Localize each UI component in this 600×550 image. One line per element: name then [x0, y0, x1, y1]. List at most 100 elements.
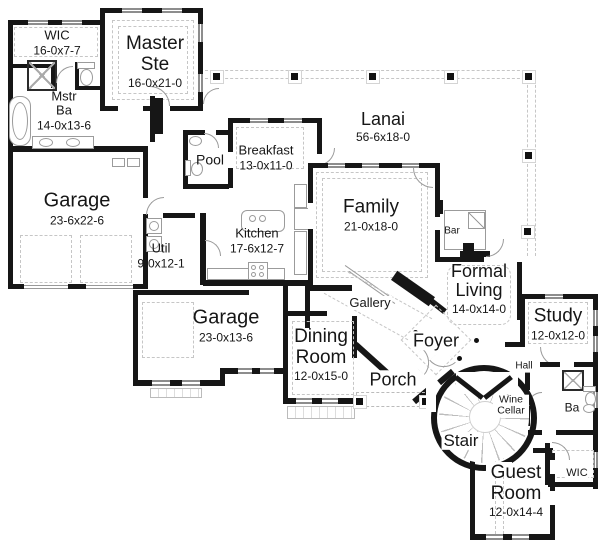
wall: [317, 118, 322, 154]
column: [422, 398, 429, 405]
wall: [528, 430, 598, 435]
window: [250, 118, 268, 123]
room-name: Dining Room: [294, 326, 348, 368]
wall: [133, 284, 148, 289]
wall: [150, 96, 155, 142]
shower: [562, 370, 584, 391]
window: [238, 368, 252, 374]
dashed-outline: [14, 27, 98, 57]
room-name: Util: [151, 240, 171, 256]
dashed-line: [535, 70, 536, 256]
dashed-outline: [447, 265, 511, 325]
column: [447, 73, 454, 80]
stair-tower: [431, 365, 537, 471]
wall: [143, 106, 203, 111]
window: [486, 534, 503, 540]
wall: [545, 443, 550, 485]
burner: [259, 272, 264, 277]
room-name: WIC: [44, 27, 70, 43]
window: [512, 534, 529, 540]
room-dims: 16-0x21-0: [127, 76, 183, 91]
wall: [505, 342, 525, 347]
sink: [189, 136, 202, 146]
wall: [228, 168, 233, 188]
wall: [435, 163, 440, 217]
door-opening: [308, 203, 313, 229]
dashed-line: [495, 456, 496, 534]
window: [162, 8, 182, 13]
toilet-tank: [185, 160, 191, 176]
wall: [470, 453, 475, 538]
wall: [593, 294, 598, 369]
island-fixture: [259, 215, 266, 222]
window: [182, 380, 200, 386]
door-arc: [56, 66, 73, 83]
refrigerator: [294, 208, 309, 230]
wall: [228, 118, 233, 152]
window: [260, 368, 274, 374]
window: [362, 163, 379, 168]
wall: [75, 62, 79, 88]
toilet-tank: [583, 386, 596, 392]
wall: [438, 200, 443, 214]
wall: [310, 285, 352, 291]
wall: [305, 280, 310, 328]
door-arc: [552, 442, 570, 460]
column: [213, 73, 220, 80]
room-dims: 21-0x18-0: [343, 218, 399, 233]
wall: [550, 505, 555, 537]
wall: [100, 106, 118, 111]
window: [152, 380, 170, 386]
room-dims: 12-0x15-0: [293, 369, 349, 384]
wall: [183, 184, 229, 189]
toilet: [80, 69, 93, 86]
dashed-outline: [316, 172, 428, 278]
wall: [440, 257, 484, 262]
room-name: Family: [343, 196, 399, 218]
room-label-hall: Hall: [513, 361, 535, 373]
column: [525, 152, 532, 159]
window: [296, 398, 312, 404]
equipment: [112, 158, 125, 167]
wall: [75, 86, 103, 90]
room-name: Breakfast: [238, 142, 294, 158]
room-name: Mstr Ba: [51, 88, 77, 118]
sink: [39, 138, 53, 147]
counter: [294, 231, 307, 275]
dashed-outline: [236, 127, 304, 169]
door-opening: [550, 460, 555, 474]
room-name: Gallery: [349, 294, 391, 310]
room-dims: 14-0x13-6: [36, 118, 92, 133]
sink: [66, 138, 80, 147]
wall: [8, 146, 148, 152]
wall: [68, 284, 86, 289]
steps: [287, 406, 355, 419]
wall: [216, 130, 230, 135]
window: [198, 24, 203, 42]
wall: [8, 284, 24, 289]
window: [593, 452, 598, 468]
wall: [200, 213, 206, 285]
column: [291, 73, 298, 80]
burner: [259, 265, 264, 270]
wall: [352, 350, 357, 358]
wall: [220, 368, 225, 384]
steps: [150, 388, 202, 398]
room-label-stair: Stair: [441, 431, 481, 451]
wall: [520, 294, 525, 346]
window: [122, 8, 142, 13]
wall: [593, 369, 598, 489]
wall: [155, 98, 163, 134]
burner: [251, 272, 256, 277]
wall: [228, 118, 322, 123]
wall: [183, 130, 205, 135]
wall: [133, 290, 138, 386]
room-name: Garage: [192, 306, 260, 329]
room-dims: 16-0x7-7: [33, 43, 81, 58]
window: [28, 20, 48, 25]
window: [62, 20, 82, 25]
